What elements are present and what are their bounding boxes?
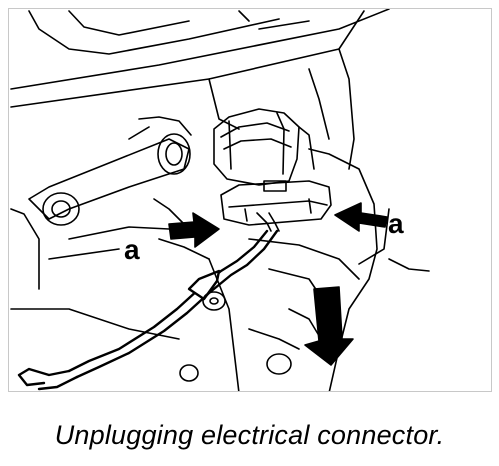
- figure-frame: [8, 8, 492, 392]
- push-arrow-left: [168, 212, 220, 248]
- component-body: [158, 148, 430, 391]
- figure-caption: Unplugging electrical connector.: [54, 420, 445, 450]
- push-arrow-right: [334, 202, 388, 232]
- wiring-harness: [17, 229, 279, 391]
- callout-label-left: a: [124, 234, 140, 265]
- linkage-arm: [10, 116, 192, 340]
- engine-housing-top: [10, 9, 390, 170]
- connector-plug: [220, 180, 332, 232]
- pull-arrow-down: [304, 286, 354, 366]
- callout-label-right: a: [388, 208, 404, 239]
- connector-illustration: [10, 9, 430, 391]
- connector-socket: [213, 108, 315, 186]
